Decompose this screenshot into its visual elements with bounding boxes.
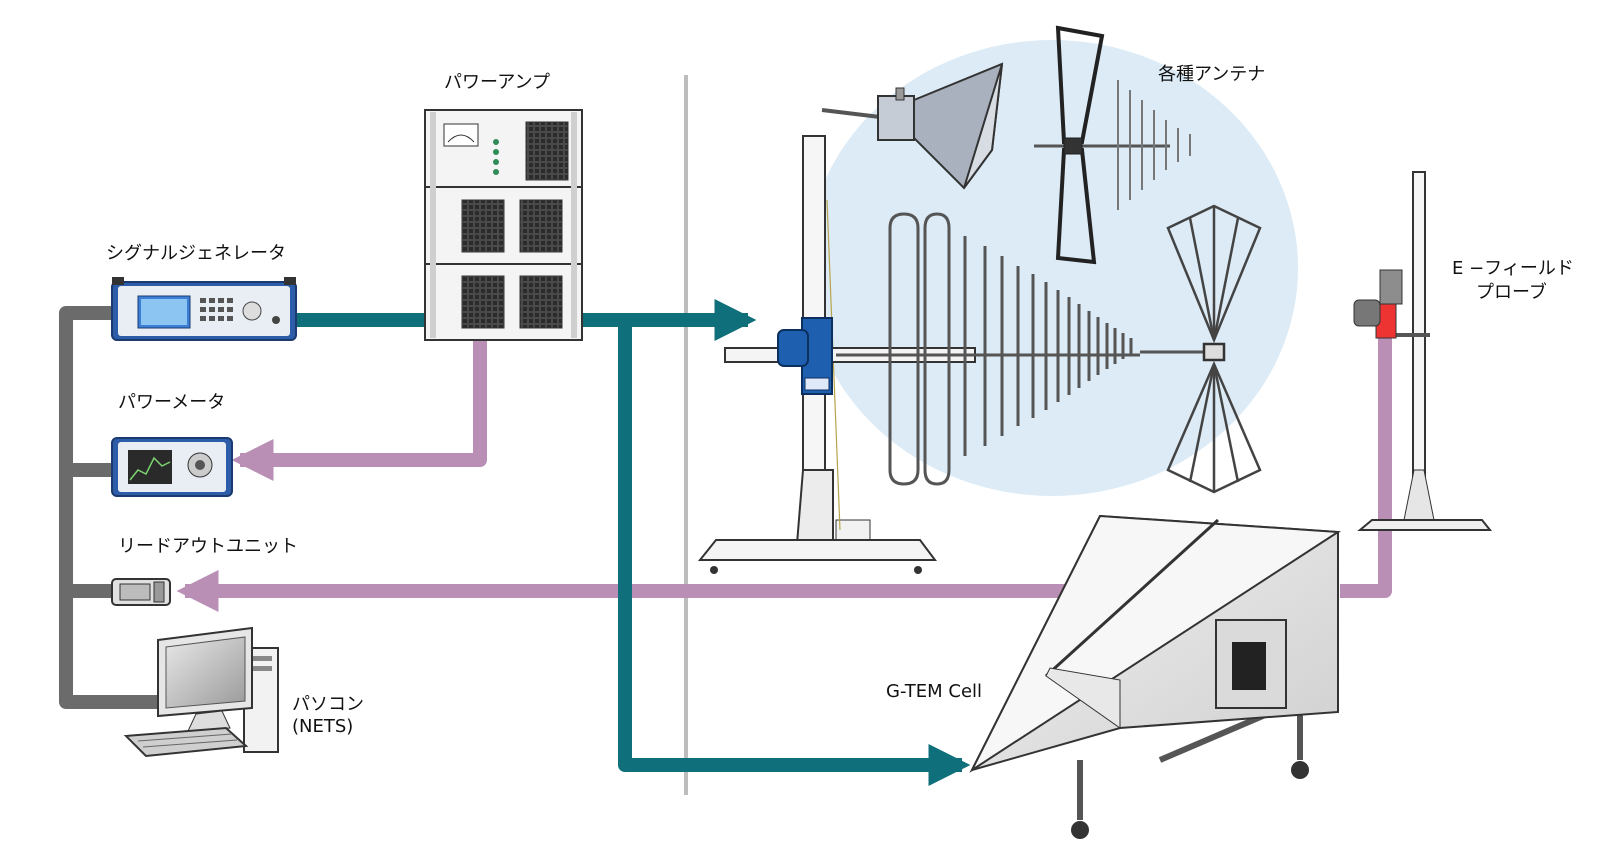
- label-signal-generator: シグナルジェネレータ: [106, 243, 286, 264]
- label-antennas: 各種アンテナ: [1158, 64, 1266, 85]
- label-pc-nets: (NETS): [292, 716, 354, 737]
- control-bus: [59, 306, 160, 709]
- power-meter-icon: [111, 437, 233, 497]
- label-power-meter: パワーメータ: [118, 392, 226, 413]
- label-power-amp: パワーアンプ: [444, 72, 551, 93]
- label-pc: パソコン: [292, 694, 364, 715]
- biconical-antenna-icon: [1034, 25, 1191, 265]
- signal-generator-icon: [111, 277, 297, 341]
- label-efield-probe-line2: プローブ: [1476, 282, 1547, 303]
- label-gtem-cell: G-TEM Cell: [886, 681, 983, 702]
- readout-unit-icon: [111, 578, 171, 606]
- desktop-pc-icon: [123, 626, 279, 758]
- signal-lines: [295, 299, 971, 786]
- antenna-mast-icon: [697, 135, 976, 574]
- label-efield-probe: E −フィールド: [1452, 258, 1574, 279]
- label-readout-unit: リードアウトユニット: [118, 536, 298, 557]
- log-periodic-antenna-icon: [836, 212, 1140, 486]
- e-field-probe-icon: [1353, 171, 1493, 531]
- horn-antenna-icon: [821, 62, 1004, 190]
- gtem-cell-icon: [969, 514, 1342, 839]
- measurement-lines: [176, 335, 1392, 612]
- rack-amplifier-icon: [424, 109, 583, 341]
- bicone-cage-antenna-icon: [1140, 204, 1262, 494]
